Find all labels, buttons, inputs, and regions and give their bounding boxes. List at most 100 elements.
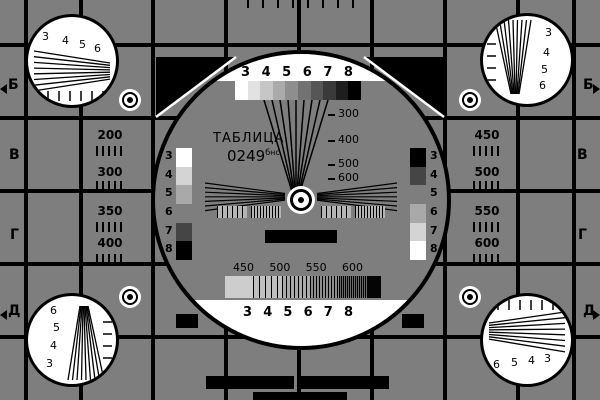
column-label-300: 300 xyxy=(97,165,123,179)
wedge-lines xyxy=(494,19,532,95)
strip-segment xyxy=(338,276,368,298)
tick-row xyxy=(96,222,124,232)
scale-number: 8 xyxy=(343,65,353,80)
grayscale-step xyxy=(348,81,361,100)
resolution-wedge-vertical: 6 5 4 3 xyxy=(46,304,112,381)
freq-label: 600 xyxy=(341,261,363,274)
grayscale-step xyxy=(410,222,426,242)
resolution-wedge-horizontal: 3 4 5 6 xyxy=(33,30,111,101)
wedge-number: 6 xyxy=(50,304,57,317)
corner-circle-top-left: 3 4 5 6 xyxy=(25,14,119,108)
freq-label: 450 xyxy=(233,261,254,274)
strip-number: 4 xyxy=(165,168,173,181)
wedge-number: 6 xyxy=(539,79,546,92)
scale-number: 5 xyxy=(282,65,292,80)
horizontal-wedge-left xyxy=(205,182,286,212)
strip-number: 5 xyxy=(430,186,438,199)
wedge-number: 5 xyxy=(53,321,60,334)
target-dot xyxy=(467,97,473,103)
tick-row xyxy=(473,146,501,156)
wedge-tick xyxy=(328,114,335,116)
top-edge-tick xyxy=(292,0,294,8)
grayscale-step xyxy=(176,204,192,223)
grid-line-vertical xyxy=(516,0,520,400)
top-edge-tick xyxy=(262,0,264,8)
wedge-number: 5 xyxy=(511,356,518,369)
grid-line-vertical xyxy=(79,0,83,400)
edge-letter-right-g: Г xyxy=(578,227,587,243)
vertical-convergence-wedge xyxy=(263,100,329,196)
strip-segment xyxy=(225,276,254,298)
grayscale-step xyxy=(235,81,248,100)
scale-number: 4 xyxy=(263,305,273,320)
scale-number: 4 xyxy=(261,65,271,80)
card-code-suffix: бнс xyxy=(265,148,280,157)
wedge-number: 4 xyxy=(50,339,57,352)
grayscale-strip-left xyxy=(176,148,192,261)
target-dot xyxy=(467,294,473,300)
grayscale-step xyxy=(323,81,336,100)
grid-line-vertical xyxy=(24,0,28,400)
wedge-lines xyxy=(67,305,105,381)
grayscale-step xyxy=(335,81,349,100)
strip-number: 7 xyxy=(430,224,438,237)
wedge-number: 4 xyxy=(62,34,69,47)
wedge-lines xyxy=(316,182,397,212)
strip-number: 7 xyxy=(165,224,173,237)
grayscale-step xyxy=(176,185,192,205)
resolution-wedge-horizontal: 6 5 4 3 xyxy=(488,300,566,371)
freq-label: 550 xyxy=(305,261,327,274)
grayscale-step xyxy=(247,81,261,100)
strip-number: 6 xyxy=(165,205,173,218)
scale-number: 3 xyxy=(243,305,253,320)
bottom-frequency-strip xyxy=(225,276,382,298)
wedge-number: 3 xyxy=(545,26,552,39)
top-edge-tick xyxy=(277,0,279,8)
target-dot xyxy=(127,294,133,300)
calibration-target xyxy=(462,92,478,108)
tick-row xyxy=(473,222,501,232)
column-label-600: 600 xyxy=(474,236,500,250)
wedge-number: 5 xyxy=(79,38,86,51)
edge-letter-left-b: Б xyxy=(8,77,19,93)
horizontal-wedge-right xyxy=(316,182,397,212)
grid-line-vertical xyxy=(572,0,576,400)
edge-letter-right-v: В xyxy=(577,147,588,163)
wedge-lines xyxy=(33,50,111,92)
scale-number: 8 xyxy=(343,305,353,320)
corner-circle-top-right: 3 4 5 6 xyxy=(480,13,574,107)
top-edge-tick xyxy=(352,0,354,8)
grayscale-step xyxy=(410,204,426,223)
wedge-lines xyxy=(263,100,329,196)
bottom-scale-row: 3 4 5 6 7 8 xyxy=(243,305,353,320)
calibration-target xyxy=(122,289,138,305)
corner-circle-bottom-left: 6 5 4 3 xyxy=(25,293,119,387)
grayscale-step xyxy=(272,81,286,100)
target-dot xyxy=(127,97,133,103)
tick-marks xyxy=(487,43,496,81)
edge-letter-right-d: Д xyxy=(583,303,596,319)
scale-number: 7 xyxy=(323,305,333,320)
wedge-number: 5 xyxy=(541,63,548,76)
wedge-lines xyxy=(205,182,286,212)
target-dot xyxy=(298,197,304,203)
wedge-mark-300: 300 xyxy=(338,107,359,120)
castellation-bar xyxy=(206,376,294,389)
castellation-bar xyxy=(253,392,347,400)
frequency-grating xyxy=(251,206,281,218)
black-reference-bar xyxy=(265,230,337,243)
frequency-grating xyxy=(217,206,247,218)
edge-letter-right-b: Б xyxy=(583,77,594,93)
wedge-number: 6 xyxy=(493,358,500,371)
edge-arrow-left xyxy=(0,84,7,94)
strip-number: 3 xyxy=(430,149,438,162)
wedge-number: 3 xyxy=(46,357,53,370)
wedge-number: 6 xyxy=(94,42,101,55)
bottom-freq-row: 450 500 550 600 xyxy=(233,261,363,274)
wedge-tick xyxy=(328,164,335,166)
scale-number: 7 xyxy=(323,65,333,80)
wedge-number: 3 xyxy=(544,352,551,365)
grayscale-step xyxy=(410,148,426,167)
scale-number: 3 xyxy=(241,65,251,80)
wedge-tick xyxy=(328,178,335,180)
